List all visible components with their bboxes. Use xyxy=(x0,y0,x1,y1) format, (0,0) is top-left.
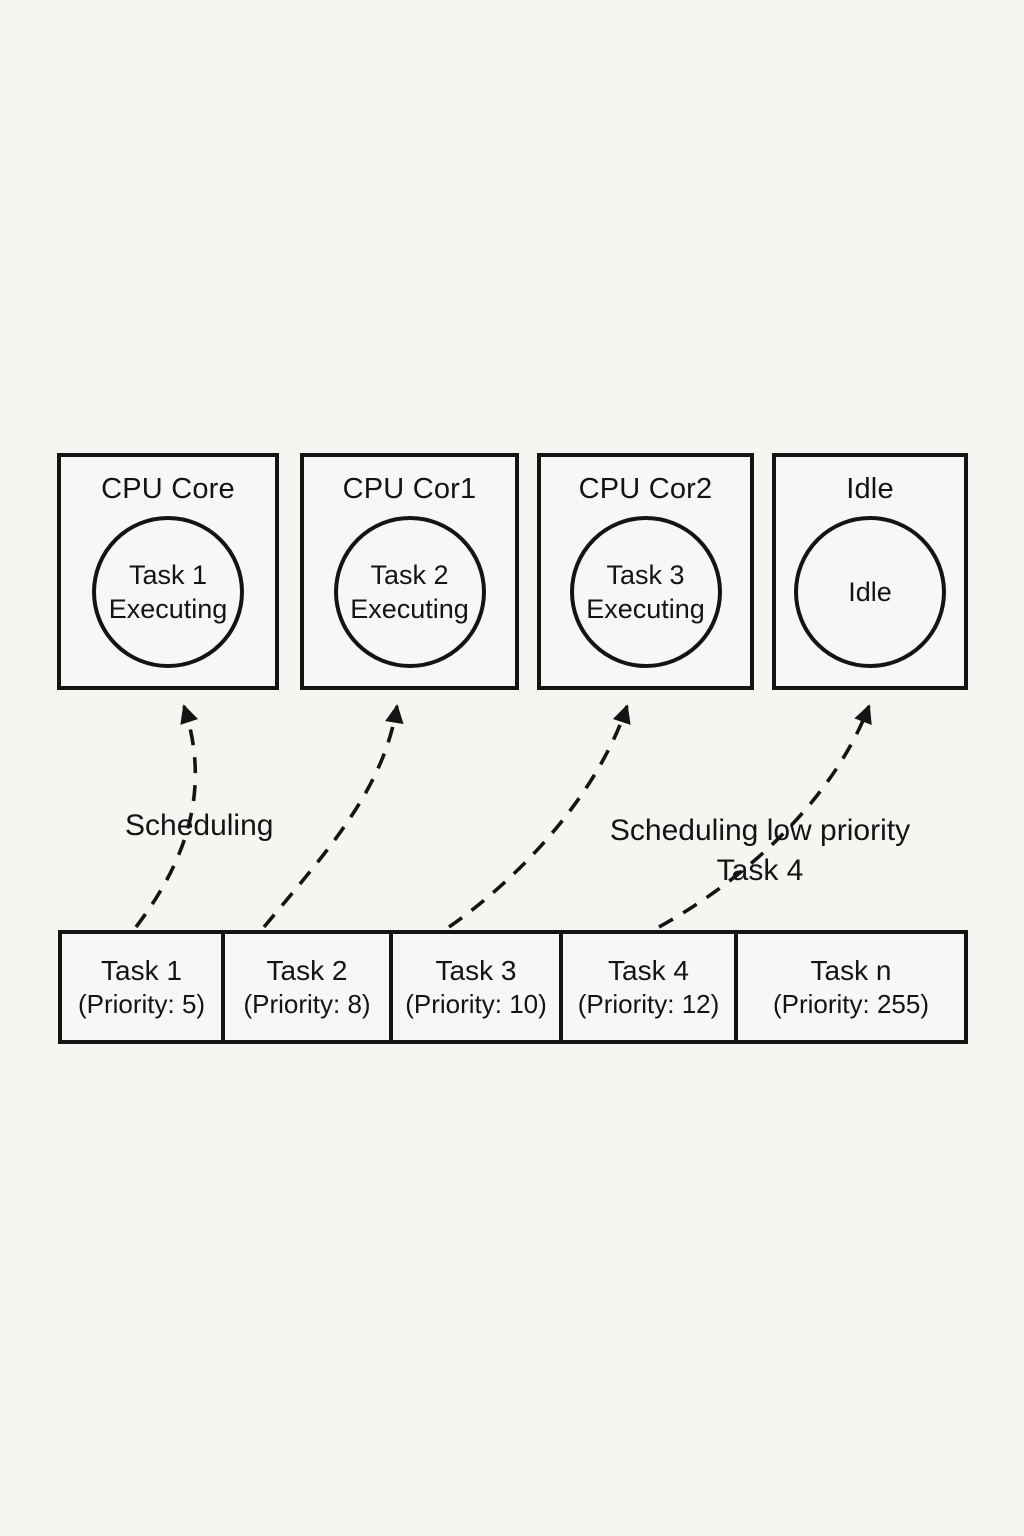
task-state-line2: Executing xyxy=(108,593,228,624)
cpu-core-title: Idle xyxy=(846,473,894,505)
cpu-core-title: CPU Cor1 xyxy=(342,473,477,505)
queue-task-name: Task 2 xyxy=(266,954,348,986)
cpu-core-box-idle: Idle Idle xyxy=(772,453,968,690)
queue-cell-task-n: Task n (Priority: 255) xyxy=(738,934,964,1040)
queue-task-priority: (Priority: 10) xyxy=(405,988,547,1019)
cpu-core-box-2: CPU Cor1 Task 2 Executing xyxy=(300,453,519,690)
queue-cell-task-1: Task 1 (Priority: 5) xyxy=(62,934,225,1040)
scheduling-label: Scheduling xyxy=(125,809,274,842)
queue-task-priority: (Priority: 255) xyxy=(772,988,930,1019)
task-state-line1: Task 2 xyxy=(370,559,449,590)
task-state-circle: Task 1 Executing xyxy=(92,515,244,668)
task-state-line1: Idle xyxy=(848,576,892,607)
queue-task-priority: (Priority: 8) xyxy=(243,988,371,1019)
cpu-core-box-3: CPU Cor2 Task 3 Executing xyxy=(537,453,754,690)
task-state-circle: Task 3 Executing xyxy=(569,515,722,668)
queue-task-name: Task 4 xyxy=(608,954,689,986)
queue-task-priority: (Priority: 12) xyxy=(577,988,720,1019)
task-state-circle: Task 2 Executing xyxy=(333,515,486,668)
scheduling-low-priority-line1: Scheduling low priority xyxy=(609,814,911,847)
queue-task-name: Task n xyxy=(810,954,892,986)
task-state-line2: Executing xyxy=(350,593,469,624)
task-state-line1: Task 1 xyxy=(128,559,208,590)
queue-task-priority: (Priority: 5) xyxy=(77,988,206,1019)
queue-cell-task-2: Task 2 (Priority: 8) xyxy=(225,934,393,1040)
task-queue: Task 1 (Priority: 5) Task 2 (Priority: 8… xyxy=(58,930,968,1044)
scheduling-low-priority-line2: Task 4 xyxy=(716,853,804,887)
queue-cell-task-3: Task 3 (Priority: 10) xyxy=(393,934,563,1040)
task-state-line1: Task 3 xyxy=(606,559,685,590)
task-state-circle: Idle xyxy=(794,515,946,668)
scheduling-arrow-2 xyxy=(262,704,404,929)
scheduling-low-priority-label: Scheduling low priority Task 4 xyxy=(600,811,920,891)
task-state-line2: Executing xyxy=(586,593,705,624)
queue-task-name: Task 1 xyxy=(101,954,182,986)
cpu-core-title: CPU Cor2 xyxy=(578,473,713,505)
queue-cell-task-4: Task 4 (Priority: 12) xyxy=(563,934,738,1040)
queue-task-name: Task 3 xyxy=(435,954,517,986)
cpu-core-box-1: CPU Core Task 1 Executing xyxy=(57,453,279,690)
cpu-core-title: CPU Core xyxy=(101,473,235,505)
